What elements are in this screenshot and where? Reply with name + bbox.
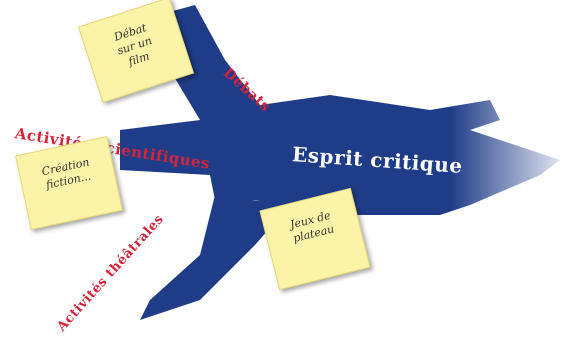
note-text: Jeux de plateau (264, 203, 360, 252)
arrow-body (120, 5, 560, 215)
note-text: Débat sur un film (84, 12, 186, 81)
note-text: Création fiction... (19, 151, 115, 198)
